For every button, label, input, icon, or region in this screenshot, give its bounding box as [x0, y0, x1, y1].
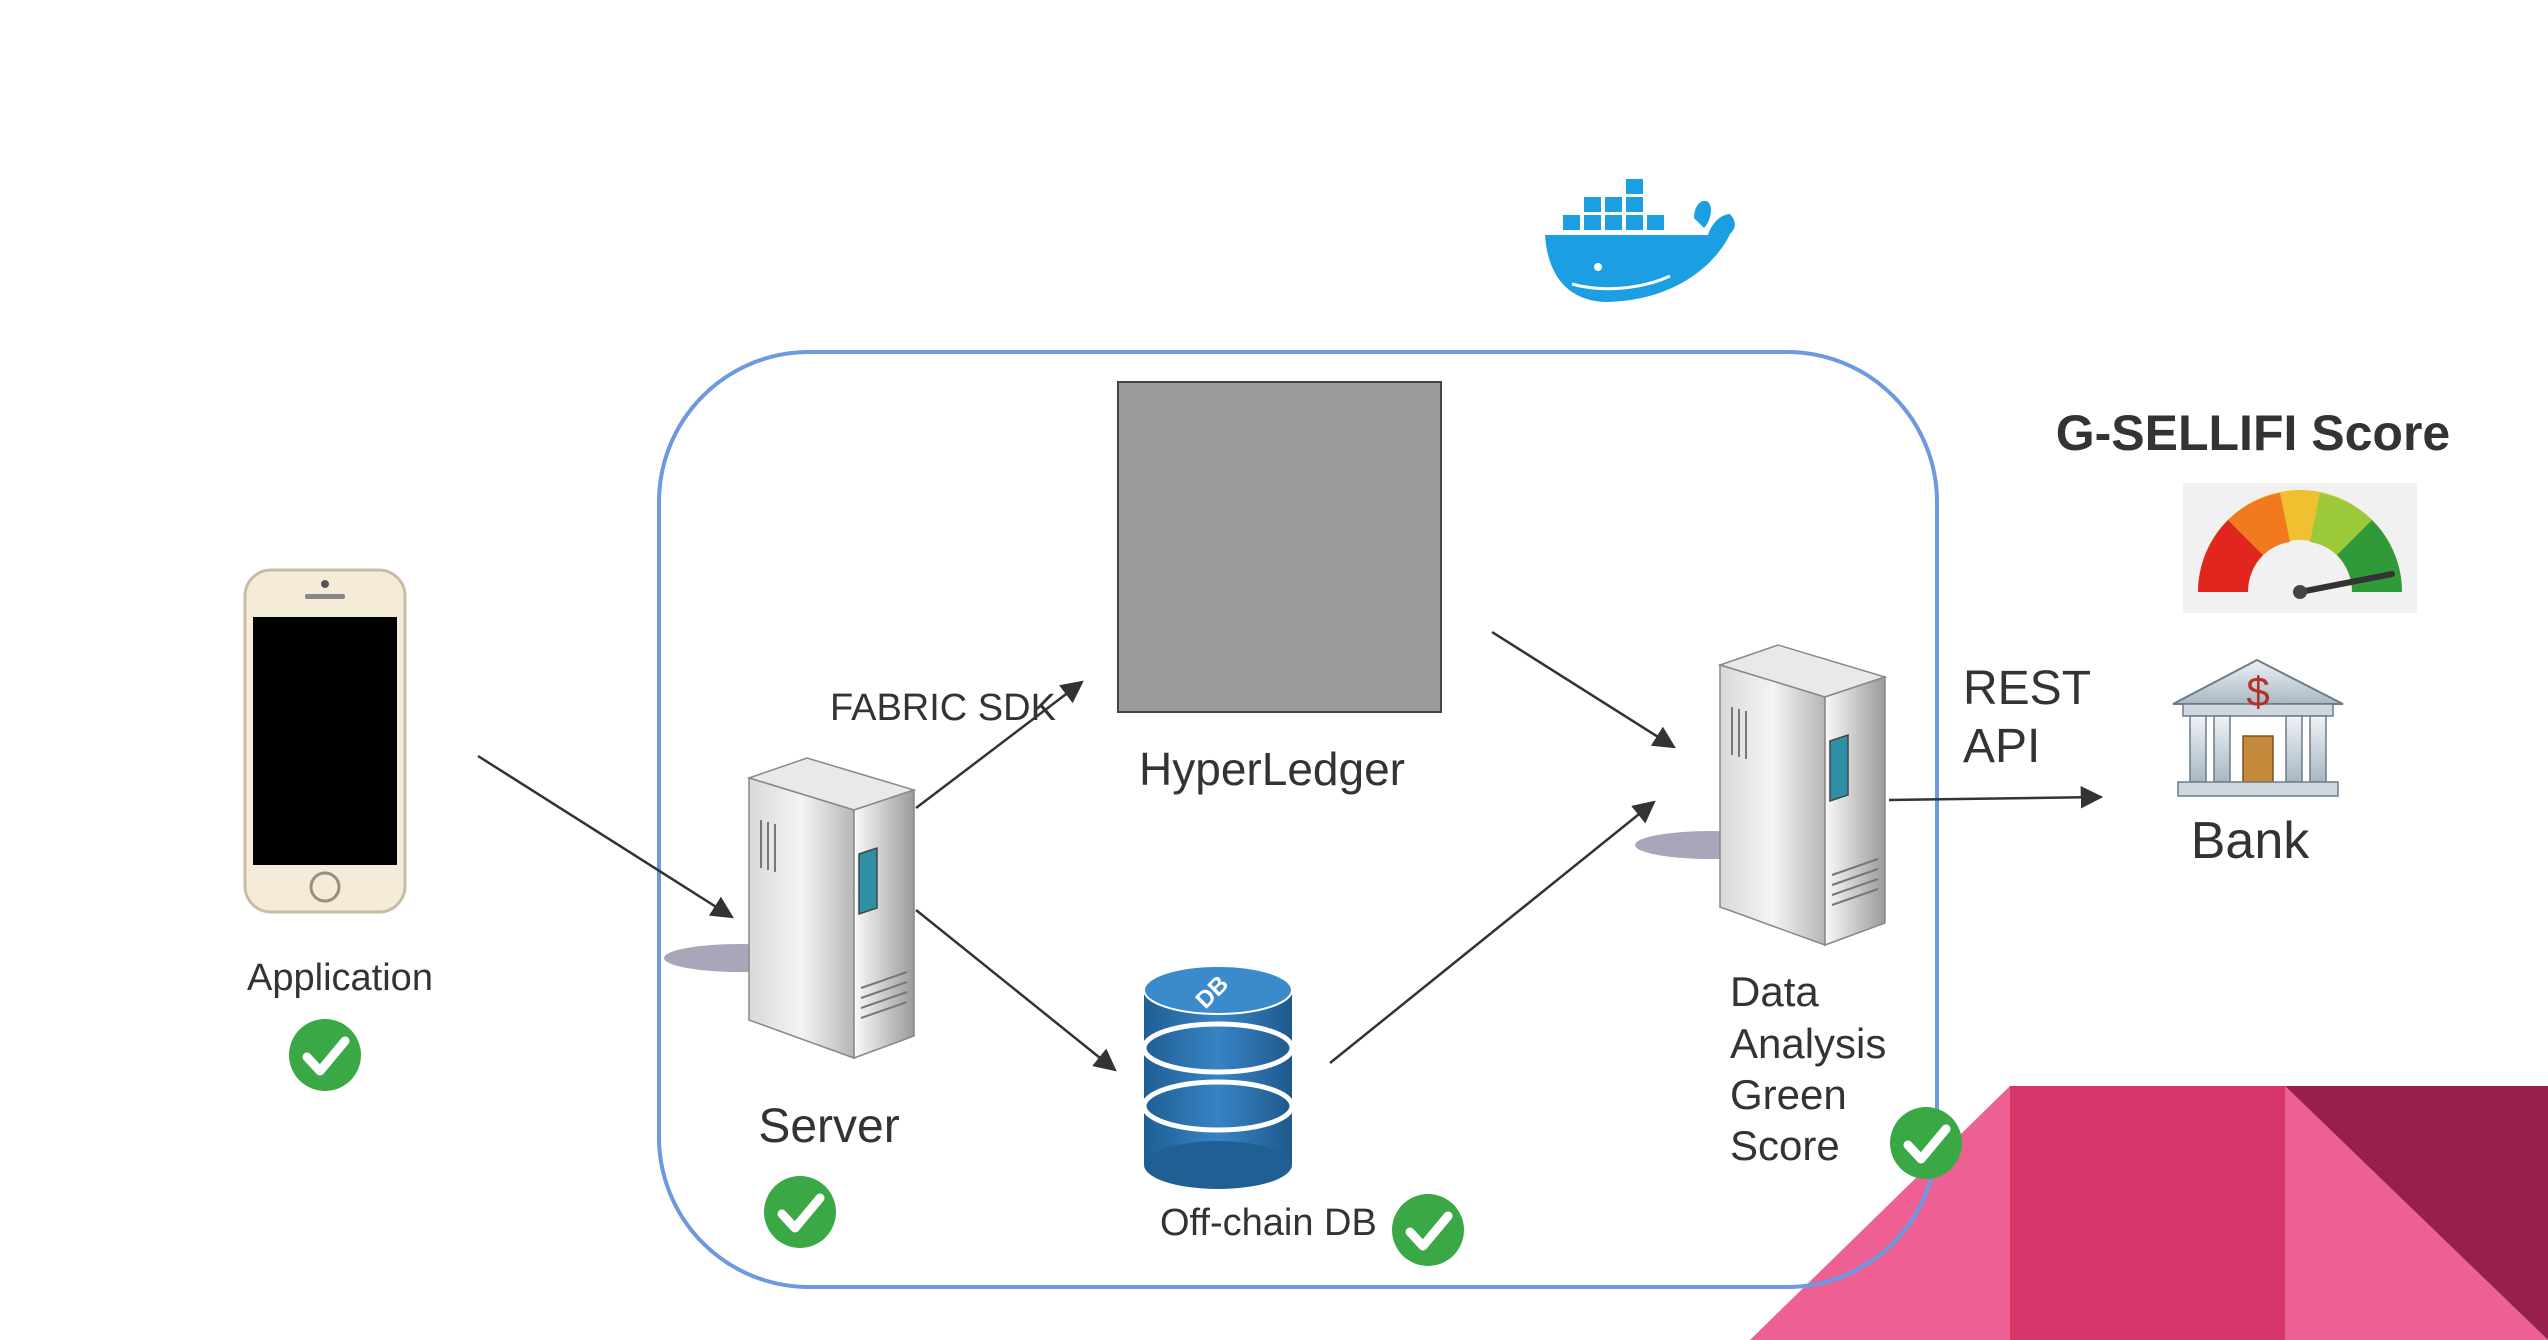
bank-icon-symbol: $: [2246, 668, 2269, 715]
data-analysis-line-1: Data: [1730, 968, 1819, 1015]
rest-api-line-1: REST: [1963, 662, 2091, 715]
fabric-sdk-label: FABRIC SDK: [830, 687, 1056, 729]
data-analysis-label: Data Analysis Green Score: [1730, 968, 1898, 1169]
database-icon: DB: [1141, 965, 1295, 1189]
server-tower-icon: [663, 757, 915, 1059]
bank-label: Bank: [2191, 812, 2311, 870]
docker-container-boundary: [657, 350, 1939, 1289]
data-analysis-server-icon: [1634, 644, 1886, 946]
check-circle-icon-offchain-db: [1392, 1194, 1464, 1266]
check-circle-icon-application: [289, 1019, 361, 1091]
score-title: G-SELLIFI Score: [2056, 405, 2451, 461]
check-circle-icon-data-analysis: [1890, 1107, 1962, 1179]
check-circle-icon-server: [764, 1176, 836, 1248]
flow-arrows: [477, 630, 2104, 1072]
hyperledger-box: [1117, 381, 1442, 713]
smartphone-icon: [243, 568, 407, 914]
corner-decoration: [1750, 1086, 2548, 1340]
bank-icon: $: [2172, 654, 2428, 797]
gauge-icon: [2183, 483, 2417, 613]
docker-whale-icon: [1545, 179, 1735, 302]
data-analysis-line-3: Green: [1730, 1071, 1847, 1118]
rest-api-line-2: API: [1963, 720, 2040, 773]
offchain-db-label: Off-chain DB: [1160, 1202, 1377, 1244]
data-analysis-line-2: Analysis: [1730, 1020, 1886, 1067]
server-label: Server: [758, 1100, 899, 1153]
rest-api-label: REST API: [1963, 662, 2104, 773]
hyperledger-label: HyperLedger: [1139, 743, 1405, 795]
application-label: Application: [247, 957, 433, 999]
data-analysis-line-4: Score: [1730, 1122, 1840, 1169]
